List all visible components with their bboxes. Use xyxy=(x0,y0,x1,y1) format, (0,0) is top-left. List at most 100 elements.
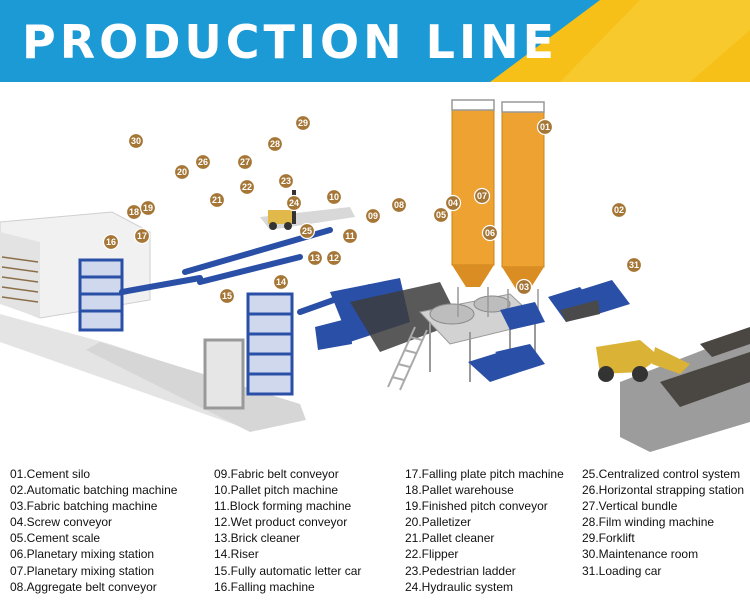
svg-text:20: 20 xyxy=(177,167,187,177)
svg-text:16: 16 xyxy=(106,237,116,247)
marker-08: 08 xyxy=(390,196,408,214)
svg-text:02: 02 xyxy=(614,205,624,215)
legend-item: 01.Cement silo xyxy=(10,467,91,481)
svg-text:27: 27 xyxy=(240,157,250,167)
legend-item: 15.Fully automatic letter car xyxy=(214,563,362,578)
marker-19: 19 xyxy=(139,199,157,217)
marker-05: 05 xyxy=(432,206,450,224)
legend-item: 30.Maintenance room xyxy=(582,547,699,562)
legend-item: 18.Pallet warehouse xyxy=(405,483,514,498)
svg-text:05: 05 xyxy=(436,210,446,220)
svg-text:21: 21 xyxy=(212,195,222,205)
legend-item: 25.Centralized control system xyxy=(582,467,741,481)
legend-item: 07.Planetary mixing station xyxy=(10,563,155,578)
block-forming-machine xyxy=(315,278,460,352)
legend-item: 13.Brick cleaner xyxy=(214,531,301,546)
svg-text:04: 04 xyxy=(448,198,458,208)
legend-column-3: 17.Falling plate pitch machine 18.Pallet… xyxy=(405,466,564,595)
parts-legend: 01.Cement silo 02.Automatic batching mac… xyxy=(0,460,750,612)
legend-column-4: 25.Centralized control system 26.Horizon… xyxy=(582,466,744,579)
legend-item: 23.Pedestrian ladder xyxy=(405,563,516,578)
marker-29: 29 xyxy=(294,114,312,132)
svg-text:26: 26 xyxy=(198,157,208,167)
marker-20: 20 xyxy=(173,163,191,181)
loading-car xyxy=(596,340,690,382)
marker-31: 31 xyxy=(625,256,643,274)
svg-text:09: 09 xyxy=(368,211,378,221)
legend-item: 09.Fabric belt conveyor xyxy=(214,467,339,481)
legend-column-1: 01.Cement silo 02.Automatic batching mac… xyxy=(10,466,177,595)
legend-item: 12.Wet product conveyor xyxy=(214,515,348,530)
marker-07: 07 xyxy=(473,187,491,205)
svg-text:19: 19 xyxy=(143,203,153,213)
marker-02: 02 xyxy=(610,201,628,219)
marker-27: 27 xyxy=(236,153,254,171)
svg-text:18: 18 xyxy=(129,207,139,217)
legend-item: 02.Automatic batching machine xyxy=(10,483,178,498)
svg-text:03: 03 xyxy=(519,282,529,292)
legend-item: 19.Finished pitch conveyor xyxy=(405,499,548,514)
marker-01: 01 xyxy=(536,118,554,136)
svg-text:25: 25 xyxy=(302,226,312,236)
legend-item: 16.Falling machine xyxy=(214,579,315,594)
legend-item: 21.Pallet cleaner xyxy=(405,531,495,546)
maintenance-room xyxy=(0,211,151,319)
mixing-station xyxy=(419,293,542,382)
marker-12: 12 xyxy=(325,249,343,267)
svg-text:14: 14 xyxy=(276,277,286,287)
legend-item: 22.Flipper xyxy=(405,547,459,562)
batching-machine-hoppers xyxy=(468,280,630,382)
svg-text:07: 07 xyxy=(477,191,487,201)
pedestrian-ladder xyxy=(387,326,428,391)
svg-text:24: 24 xyxy=(289,198,299,208)
legend-item: 24.Hydraulic system xyxy=(405,579,514,594)
finished-product-conveyor xyxy=(260,207,355,230)
svg-text:22: 22 xyxy=(242,182,252,192)
marker-03: 03 xyxy=(515,278,533,296)
svg-text:17: 17 xyxy=(137,231,147,241)
svg-text:29: 29 xyxy=(298,118,308,128)
svg-text:08: 08 xyxy=(394,200,404,210)
legend-item: 29.Forklift xyxy=(582,531,635,546)
page-title: PRODUCTION LINE xyxy=(22,15,558,69)
svg-text:15: 15 xyxy=(222,291,232,301)
marker-11: 11 xyxy=(341,227,359,245)
legend-item: 20.Palletizer xyxy=(405,515,472,530)
svg-text:11: 11 xyxy=(345,231,355,241)
legend-item: 06.Planetary mixing station xyxy=(10,547,155,562)
svg-text:31: 31 xyxy=(629,260,639,270)
legend-item: 17.Falling plate pitch machine xyxy=(405,467,564,481)
legend-item: 10.Pallet pitch machine xyxy=(214,483,339,498)
marker-23: 23 xyxy=(277,172,295,190)
marker-22: 22 xyxy=(238,178,256,196)
marker-24: 24 xyxy=(285,194,303,212)
marker-26: 26 xyxy=(194,153,212,171)
conveyor-belts xyxy=(119,227,373,315)
svg-text:13: 13 xyxy=(310,253,320,263)
marker-13: 13 xyxy=(306,249,324,267)
marker-28: 28 xyxy=(266,135,284,153)
aggregate-bins xyxy=(620,327,750,452)
marker-16: 16 xyxy=(102,233,120,251)
banner-background xyxy=(0,0,750,82)
legend-item: 27.Vertical bundle xyxy=(582,499,678,514)
floor-shadow xyxy=(86,342,306,432)
marker-14: 14 xyxy=(272,273,290,291)
marker-15: 15 xyxy=(218,287,236,305)
legend-item: 03.Fabric batching machine xyxy=(10,499,158,514)
svg-text:12: 12 xyxy=(329,253,339,263)
svg-text:10: 10 xyxy=(329,192,339,202)
svg-text:28: 28 xyxy=(270,139,280,149)
marker-30: 30 xyxy=(127,132,145,150)
legend-item: 26.Horizontal strapping station xyxy=(582,483,745,498)
marker-21: 21 xyxy=(208,191,226,209)
legend-item: 28.Film winding machine xyxy=(582,515,715,530)
legend-column-2: 09.Fabric belt conveyor 10.Pallet pitch … xyxy=(214,466,361,595)
marker-06: 06 xyxy=(481,224,499,242)
marker-18: 18 xyxy=(125,203,143,221)
legend-item: 08.Aggregate belt conveyor xyxy=(10,579,157,594)
svg-text:23: 23 xyxy=(281,176,291,186)
svg-text:30: 30 xyxy=(131,136,141,146)
